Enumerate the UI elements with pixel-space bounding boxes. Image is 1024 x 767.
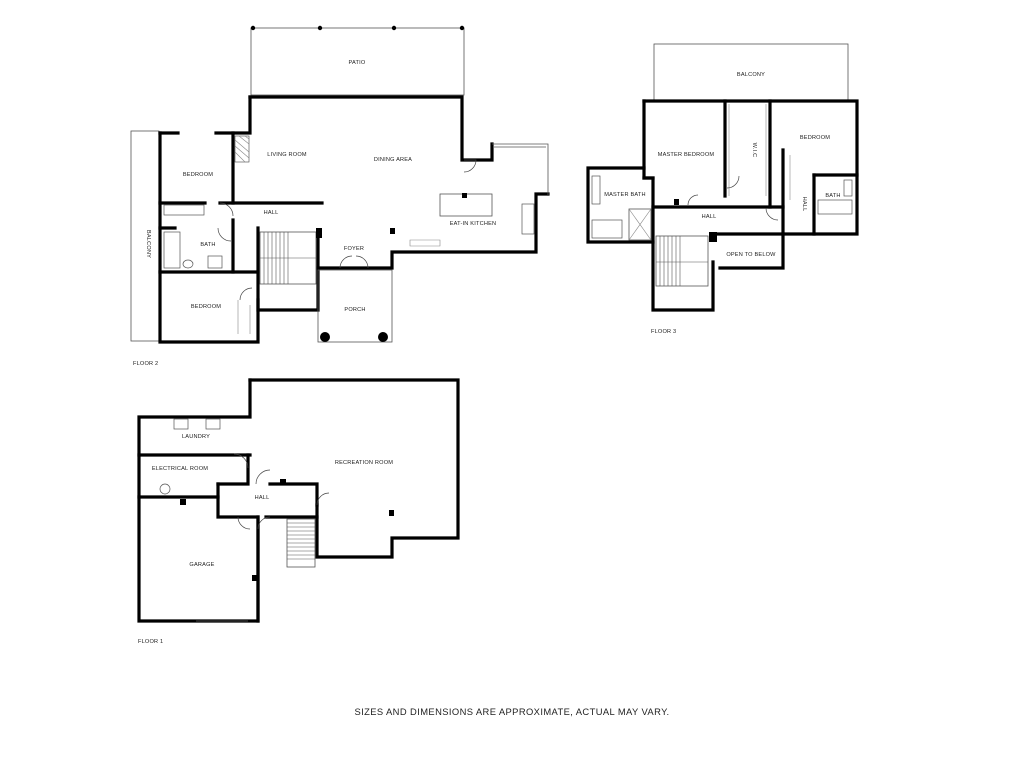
garage-label: GARAGE (189, 562, 214, 568)
electrical-room-label: ELECTRICAL ROOM (152, 466, 208, 472)
living-room-label: LIVING ROOM (267, 152, 307, 158)
wic-label: W.I.C (751, 143, 757, 158)
porch-outline (317, 269, 393, 343)
bedroom-label: BEDROOM (800, 135, 830, 141)
patio-label: PATIO (349, 60, 366, 66)
floor-3-plan: BALCONY MASTER (586, 43, 859, 335)
bath-label: BATH (200, 242, 215, 248)
porch-label: PORCH (344, 307, 365, 313)
patio-outline (250, 27, 465, 96)
hall-label: HALL (264, 210, 279, 216)
floor-1-plan: LAUNDRY ELECTRICAL ROOM RECREATION ROOM … (137, 378, 460, 645)
balcony-left-outline (130, 130, 160, 342)
wall-label: HALL (801, 197, 807, 212)
master-bath-label: MASTER BATH (604, 192, 646, 198)
floor-2-plan: PATIO BALCONY (130, 25, 550, 367)
hall-label: HALL (255, 495, 270, 501)
balcony-top-label: BALCONY (737, 72, 765, 78)
master-bedroom-label: MASTER BEDROOM (658, 152, 715, 158)
bedroom-bottom-label: BEDROOM (191, 304, 221, 310)
recreation-room-label: RECREATION ROOM (335, 460, 393, 466)
laundry-label: LAUNDRY (182, 434, 210, 440)
foyer-label: FOYER (344, 246, 364, 252)
dining-area-label: DINING AREA (374, 157, 412, 163)
hall-label: HALL (702, 214, 717, 220)
bath-label: BATH (825, 193, 840, 199)
floor-3-label: FLOOR 3 (651, 329, 676, 335)
disclaimer-text: SIZES AND DIMENSIONS ARE APPROXIMATE, AC… (354, 706, 670, 717)
open-to-below-label: OPEN TO BELOW (726, 252, 776, 258)
balcony-left-label: BALCONY (145, 230, 151, 258)
floor-1-label: FLOOR 1 (138, 639, 163, 645)
floor-2-label: FLOOR 2 (133, 361, 158, 367)
eat-in-kitchen-label: EAT-IN KITCHEN (450, 221, 497, 227)
bedroom-top-label: BEDROOM (183, 172, 213, 178)
